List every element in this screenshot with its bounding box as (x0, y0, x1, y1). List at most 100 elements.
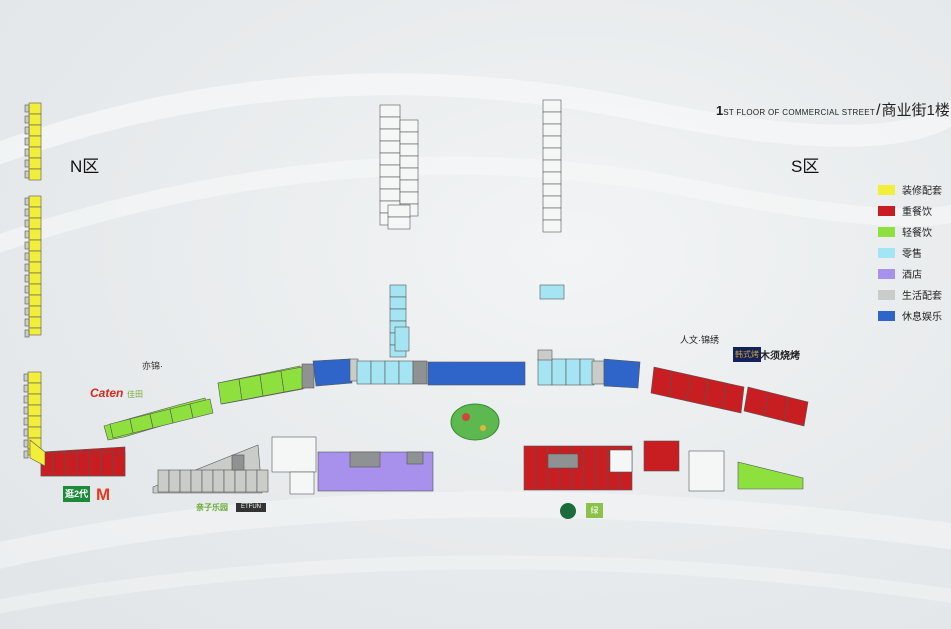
service-unit (24, 241, 30, 250)
upper-building-unit (542, 135, 562, 149)
white-block (688, 450, 725, 492)
green-square-logo: 绿 (586, 503, 603, 518)
legend-label: 装修配套 (902, 186, 942, 197)
yellow-shop-unit (28, 305, 42, 318)
yellow-shop-unit (27, 393, 42, 406)
service-unit (24, 230, 30, 239)
legend-item: 酒店 (878, 264, 942, 283)
service-unit (537, 349, 553, 361)
yellow-shop-unit (28, 113, 42, 126)
upper-building-unit (399, 191, 419, 205)
upper-building-unit (542, 99, 562, 113)
upper-building-unit (379, 104, 401, 118)
red-shop-unit (100, 451, 114, 477)
blue-shop-block (312, 358, 353, 387)
legend-swatch (878, 184, 895, 195)
grey-service-unit (212, 469, 225, 493)
red-shop-unit (650, 366, 673, 398)
upper-building-unit (399, 179, 419, 193)
service-unit (24, 115, 30, 124)
yellow-shop-unit (28, 217, 42, 230)
upper-building-unit (542, 171, 562, 185)
yellow-shop-unit (28, 294, 42, 307)
stair-core (231, 454, 245, 471)
grey-service-unit (245, 469, 258, 493)
green-shop-unit (259, 370, 285, 397)
cyan-shop-unit (370, 360, 386, 385)
yellow-shop-unit (28, 195, 42, 208)
green-shop-unit (129, 413, 154, 434)
caten-logo: Caten (90, 386, 124, 400)
red-shop-unit (704, 378, 727, 410)
cyan-shop-unit (384, 360, 400, 385)
red-shop-unit (64, 451, 78, 477)
cyan-shop-unit (537, 358, 553, 386)
upper-building-unit (542, 123, 562, 137)
white-block (289, 471, 315, 495)
yellow-shop-unit (28, 206, 42, 219)
yellow-shop-unit (28, 250, 42, 263)
service-unit (24, 296, 30, 305)
legend-label: 休息娱乐 (902, 312, 942, 323)
service-unit (24, 137, 30, 146)
legend-label: 零售 (902, 249, 922, 260)
yellow-shop-unit (28, 261, 42, 274)
yellow-shop-unit (29, 439, 46, 467)
upper-building-unit (389, 296, 407, 310)
grey-service-unit (256, 469, 269, 493)
upper-building-unit (379, 116, 401, 130)
grey-service-unit (223, 469, 236, 493)
service-unit (23, 428, 29, 437)
upper-building-unit (379, 152, 401, 166)
red-shop-unit (535, 445, 549, 491)
yellow-shop-unit (28, 239, 42, 252)
jinxiu-logo: 人文·锦绣 (680, 335, 719, 345)
upper-building-unit (399, 131, 419, 145)
service-unit (23, 417, 29, 426)
service-unit (24, 219, 30, 228)
white-block (271, 436, 317, 473)
yellow-shop-unit (27, 415, 42, 428)
upper-building-unit (379, 140, 401, 154)
red-shop-unit (523, 445, 537, 491)
upper-building-unit (542, 159, 562, 173)
service-unit (24, 307, 30, 316)
upper-building-unit (542, 111, 562, 125)
green-shop-unit (280, 366, 306, 393)
yellow-shop-unit (27, 382, 42, 395)
title-english: ST FLOOR OF COMMERCIAL STREET (723, 108, 876, 117)
legend-swatch (878, 310, 895, 321)
service-unit (24, 252, 30, 261)
yellow-shop-unit (27, 371, 42, 384)
caten-cn-logo: 佳田 (127, 390, 143, 399)
yellow-shop-unit (28, 272, 42, 285)
cyan-shop-unit (551, 358, 567, 386)
red-shop-unit (668, 370, 691, 402)
upper-building-unit (387, 216, 411, 230)
green-shop-unit (189, 398, 214, 419)
upper-building-unit (542, 219, 562, 233)
upper-building-unit (379, 164, 401, 178)
legend-item: 休息娱乐 (878, 306, 942, 325)
grey-service-unit (179, 469, 192, 493)
service-unit (23, 450, 29, 459)
grey-service-unit (190, 469, 203, 493)
upper-building-unit (542, 147, 562, 161)
blue-shop-block (603, 358, 641, 389)
legend-item: 生活配套 (878, 285, 942, 304)
zone-label-south: S区 (791, 157, 820, 176)
grey-service-unit (168, 469, 181, 493)
yellow-shop-unit (27, 426, 42, 439)
yellow-shop-unit (28, 102, 42, 115)
map-title: 1ST FLOOR OF COMMERCIAL STREET/商业街1楼 (716, 99, 950, 120)
service-unit (24, 285, 30, 294)
zone-label-north: N区 (70, 157, 100, 176)
service-unit (23, 373, 29, 382)
stair-core (301, 363, 315, 389)
central-blue-block (427, 361, 526, 386)
upper-building-unit (542, 207, 562, 221)
hotel-core (349, 451, 381, 468)
upper-building-unit (542, 183, 562, 197)
